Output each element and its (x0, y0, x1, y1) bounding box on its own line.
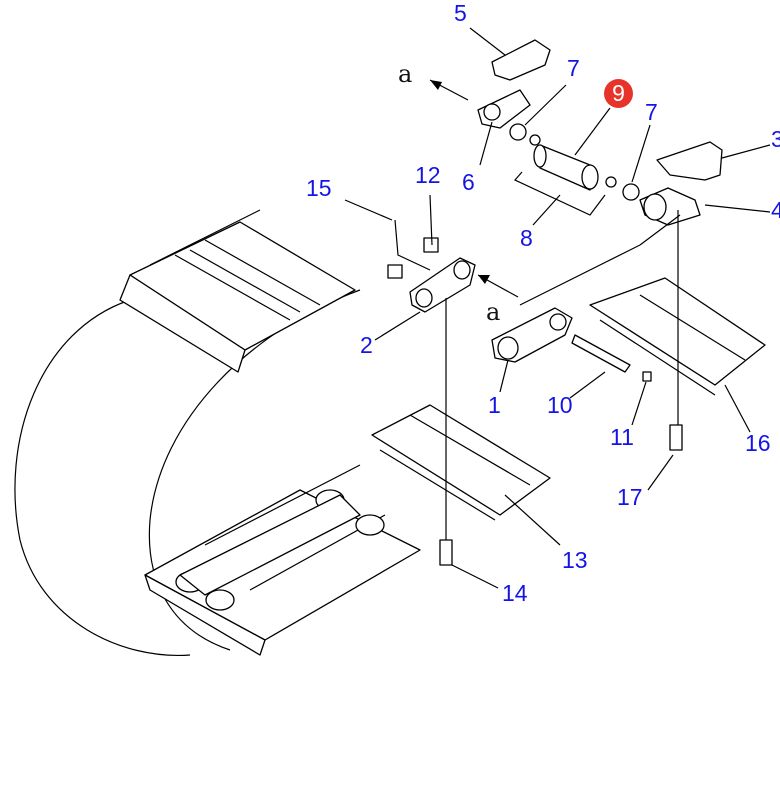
part-label-10[interactable]: 10 (547, 392, 573, 418)
upper-shoes (119, 209, 356, 373)
part-label-12[interactable]: 12 (415, 162, 441, 188)
view-marker-a-top: a (398, 60, 413, 88)
part-label-6[interactable]: 6 (462, 169, 475, 195)
track-loop-outline (14, 299, 191, 657)
part-label-13[interactable]: 13 (562, 547, 588, 573)
part-label-2[interactable]: 2 (360, 332, 373, 358)
part-label-4[interactable]: 4 (771, 197, 780, 223)
part-label-14[interactable]: 14 (502, 580, 528, 606)
part-5-shape (491, 39, 551, 81)
lower-shoes (144, 464, 421, 656)
part-label-1[interactable]: 1 (488, 392, 501, 418)
part-label-7b[interactable]: 7 (645, 99, 658, 125)
part-label-7[interactable]: 7 (567, 55, 580, 81)
part-label-15[interactable]: 15 (306, 175, 332, 201)
part-3-shape (656, 141, 723, 181)
part-label-16[interactable]: 16 (745, 430, 771, 456)
part-label-5[interactable]: 5 (454, 0, 467, 26)
part-label-9-highlighted[interactable]: 9 (604, 79, 633, 108)
view-marker-a-mid: a (486, 298, 501, 326)
part-13-shoe (371, 404, 551, 516)
part-label-3[interactable]: 3 (771, 126, 780, 152)
part-label-11[interactable]: 11 (610, 424, 634, 450)
part-label-8[interactable]: 8 (520, 225, 533, 251)
part-label-17[interactable]: 17 (617, 484, 643, 510)
